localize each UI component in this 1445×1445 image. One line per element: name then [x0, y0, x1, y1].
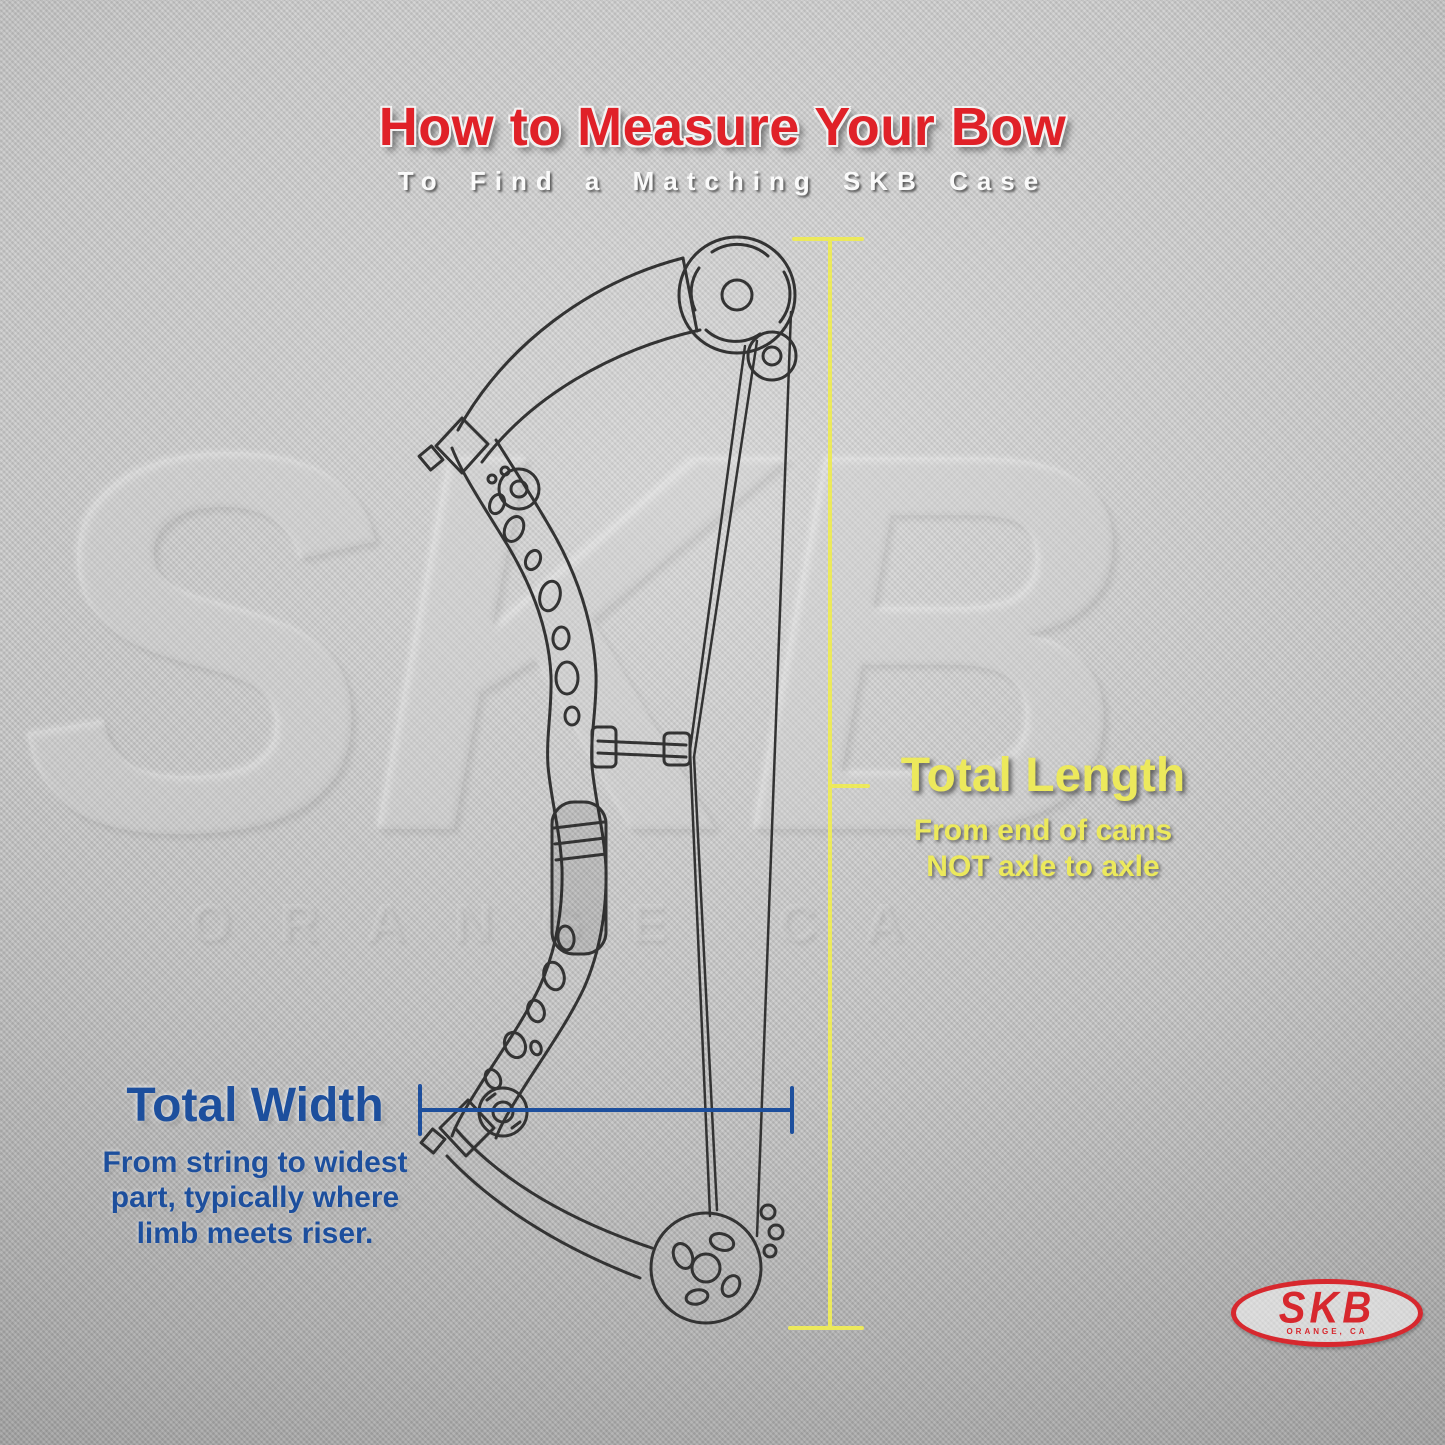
- total-width-desc-3: limb meets riser.: [136, 1216, 374, 1250]
- cable-upper-2: [692, 339, 759, 759]
- bottom-cam: [649, 1203, 785, 1325]
- cable-guard: [590, 725, 692, 769]
- bow-strings: [688, 310, 793, 1238]
- skb-logo-text: SKB: [1278, 1282, 1376, 1333]
- skb-logo-location: ORANGE, CA: [1286, 1326, 1368, 1336]
- total-length-desc-2: NOT axle to axle: [926, 850, 1160, 883]
- cable-lower-2: [692, 755, 719, 1212]
- total-width-annotation: Total Width From string to widest part, …: [80, 1078, 430, 1251]
- total-length-label: Total Length: [900, 749, 1186, 802]
- cable-upper-1: [688, 344, 747, 752]
- lower-limb: [445, 1126, 654, 1280]
- limb-bolt-top: [497, 467, 541, 511]
- riser: [450, 438, 608, 1140]
- total-length-annotation: Total Length From end of cams NOT axle t…: [878, 748, 1208, 885]
- page-title: How to Measure Your Bow: [378, 97, 1067, 157]
- page-subtitle: To Find a Matching SKB Case: [397, 166, 1048, 196]
- header: How to Measure Your Bow To Find a Matchi…: [0, 96, 1445, 197]
- main-string: [755, 310, 793, 1238]
- skb-logo: SKB ORANGE, CA: [1231, 1279, 1423, 1347]
- total-length-measure-line: [788, 237, 870, 1330]
- total-width-measure-line: [418, 1084, 794, 1136]
- upper-limb: [456, 256, 702, 464]
- grip: [550, 800, 608, 956]
- total-width-desc-1: From string to widest: [102, 1146, 408, 1179]
- total-width-label: Total Width: [126, 1079, 384, 1132]
- upper-limb-pocket: [417, 416, 490, 475]
- riser-cutouts: [483, 465, 581, 1090]
- cable-lower-1: [688, 748, 712, 1218]
- total-width-desc-2: part, typically where: [110, 1181, 400, 1215]
- top-cam: [677, 235, 798, 382]
- compound-bow-drawing: [417, 235, 798, 1325]
- total-length-desc-1: From end of cams: [913, 814, 1173, 847]
